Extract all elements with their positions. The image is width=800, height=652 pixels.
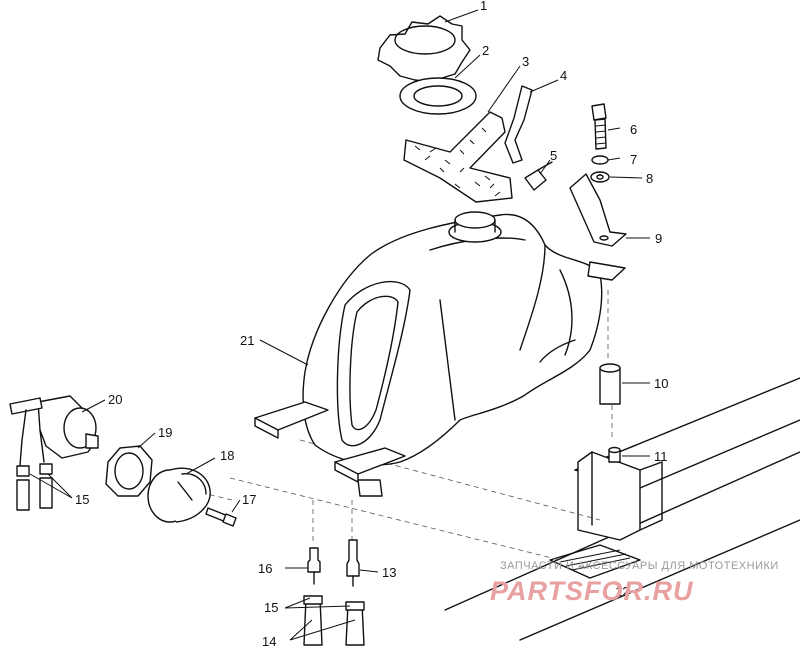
lock-washer-7 bbox=[591, 155, 609, 165]
hoses-14 bbox=[303, 595, 365, 646]
callout-21: 21 bbox=[240, 333, 254, 348]
grommet-11 bbox=[608, 446, 621, 463]
vent-hose-4 bbox=[504, 85, 533, 164]
fitting-16 bbox=[307, 547, 321, 585]
callout-20: 20 bbox=[108, 392, 122, 407]
callout-15-left: 15 bbox=[75, 492, 89, 507]
watermark-logo: PARTSFOR.RU bbox=[490, 576, 694, 606]
callout-labels: 1 2 3 4 5 6 7 8 9 10 11 12 13 14 15 15 1… bbox=[75, 0, 668, 649]
callout-5: 5 bbox=[550, 148, 557, 163]
callout-leaders bbox=[29, 9, 650, 641]
cap-gasket-2 bbox=[399, 77, 477, 115]
callout-9: 9 bbox=[655, 231, 662, 246]
fuel-tank bbox=[254, 211, 626, 497]
callout-19: 19 bbox=[158, 425, 172, 440]
callout-4: 4 bbox=[560, 68, 567, 83]
petcock-cover-18 bbox=[147, 467, 211, 523]
bolt-6 bbox=[591, 103, 607, 150]
callout-16: 16 bbox=[258, 561, 272, 576]
callout-11: 11 bbox=[654, 449, 668, 464]
callout-7: 7 bbox=[630, 152, 637, 167]
fuel-cap-1 bbox=[377, 15, 471, 83]
fuel-valve-20 bbox=[9, 395, 99, 466]
callout-8: 8 bbox=[646, 171, 653, 186]
hoses-15-left bbox=[16, 463, 53, 511]
callout-17: 17 bbox=[242, 492, 256, 507]
screw-17 bbox=[205, 507, 237, 527]
callout-1: 1 bbox=[480, 0, 487, 13]
watermark-tagline: ЗАПЧАСТИ И АКСЕССУАРЫ ДЛЯ МОТОТЕХНИКИ bbox=[500, 560, 779, 572]
watermark: ЗАПЧАСТИ И АКСЕССУАРЫ ДЛЯ МОТОТЕХНИКИ PA… bbox=[490, 560, 779, 606]
callout-13: 13 bbox=[382, 565, 396, 580]
callout-15-bottom: 15 bbox=[264, 600, 278, 615]
nut-19 bbox=[105, 445, 153, 497]
spacer-10 bbox=[599, 363, 621, 405]
bracket-9 bbox=[569, 173, 627, 247]
alignment-lines bbox=[189, 290, 613, 561]
callout-10: 10 bbox=[654, 376, 668, 391]
washer-8 bbox=[590, 171, 610, 183]
fitting-5 bbox=[524, 161, 553, 191]
callout-18: 18 bbox=[220, 448, 234, 463]
callout-2: 2 bbox=[482, 43, 489, 58]
callout-3: 3 bbox=[522, 54, 529, 69]
callout-14: 14 bbox=[262, 634, 276, 649]
frame-mount-bracket bbox=[549, 451, 663, 579]
callout-6: 6 bbox=[630, 122, 637, 137]
foam-pad-3 bbox=[403, 111, 513, 203]
callout-12: 12 bbox=[615, 584, 629, 599]
fitting-13 bbox=[346, 539, 360, 587]
